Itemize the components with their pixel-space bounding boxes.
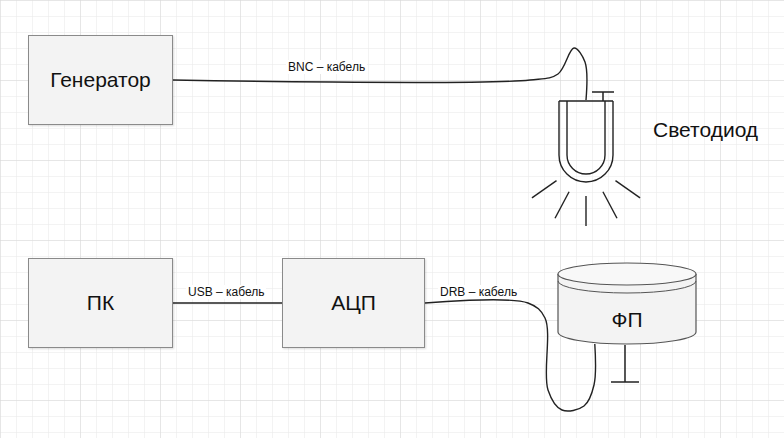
component-label: Светодиод (653, 118, 758, 142)
cylinder-outline (557, 262, 697, 344)
cable-label: BNC – кабель (286, 60, 367, 74)
light-ray (603, 192, 617, 218)
node-label: ФП (557, 308, 697, 332)
node-label: АЦП (331, 291, 376, 315)
light-ray (532, 181, 557, 198)
cable-label: USB – кабель (186, 285, 266, 299)
light-ray (615, 181, 640, 198)
led-terminal-symbol (592, 92, 614, 101)
led-body (559, 101, 613, 182)
usb-cable (173, 302, 282, 303)
generator-box: Генератор (28, 35, 173, 125)
node-label: Генератор (50, 68, 151, 92)
detector-terminal-symbol (611, 345, 639, 382)
adc-box: АЦП (282, 258, 425, 348)
cylinder-top (558, 263, 696, 285)
led-outline (555, 100, 617, 230)
light-ray (555, 192, 569, 218)
detector-cylinder: ФП (557, 262, 697, 344)
bnc-cable (173, 48, 587, 100)
led-symbol: Светодиод (555, 100, 617, 230)
light-ray (585, 196, 586, 226)
pc-box: ПК (28, 258, 173, 348)
cable-label: DRB – кабель (438, 285, 519, 299)
led-body-inner (567, 101, 605, 174)
node-label: ПК (87, 291, 114, 315)
